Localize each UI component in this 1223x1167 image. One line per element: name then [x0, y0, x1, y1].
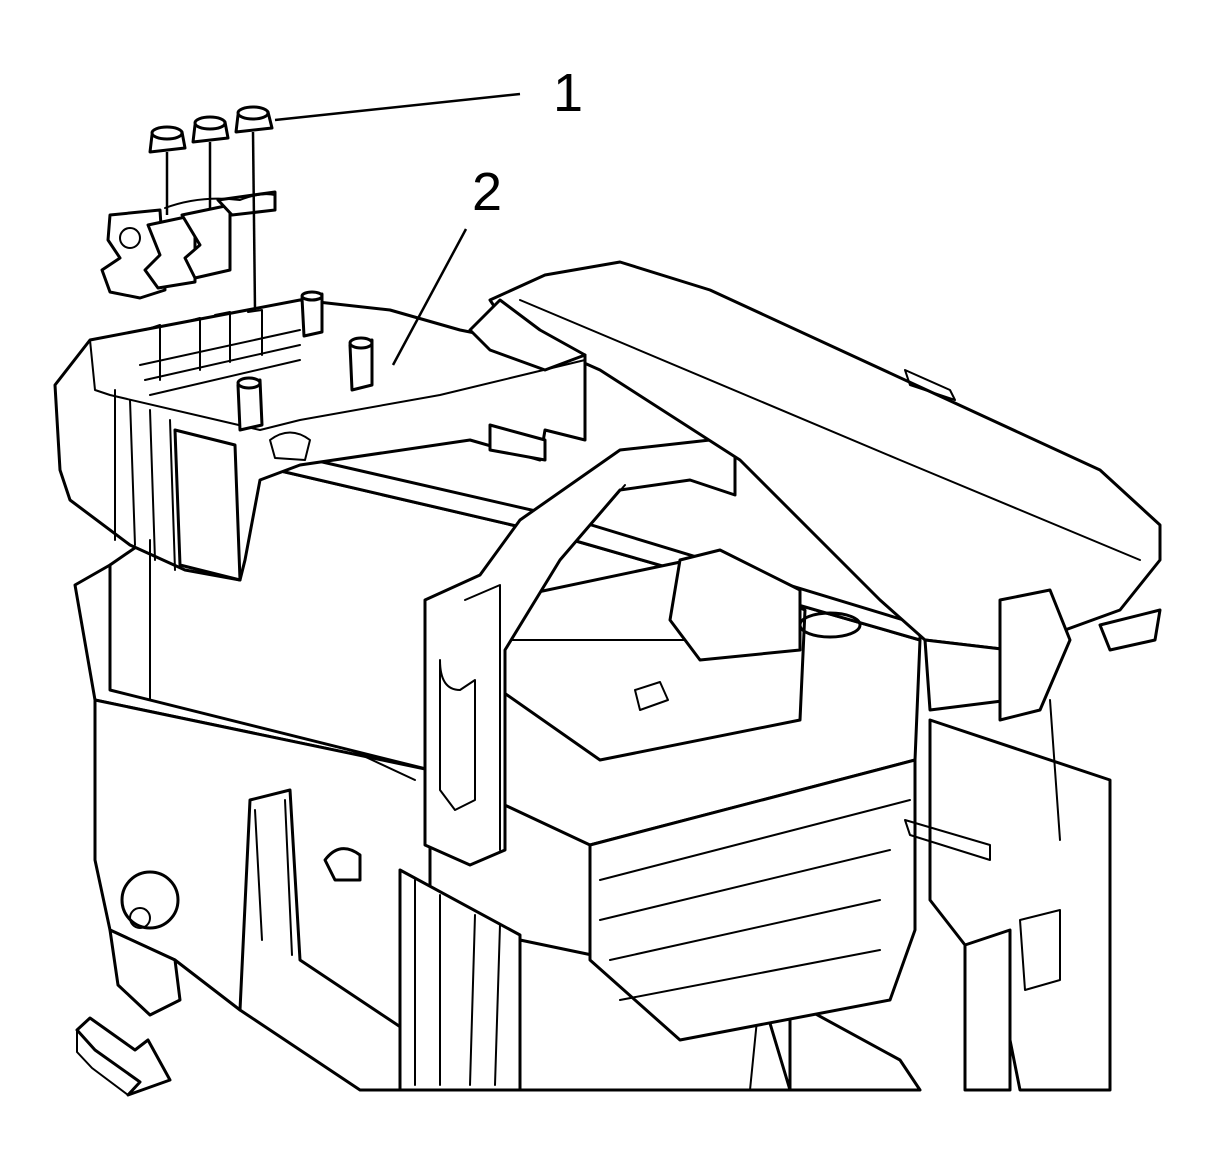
battery	[108, 448, 922, 1042]
callout-2-leader	[391, 228, 468, 366]
nut	[234, 105, 274, 134]
nut	[148, 125, 187, 154]
junction-block-bracket	[53, 290, 587, 582]
battery-cover	[488, 260, 1162, 1092]
callout-1-label: 1	[553, 63, 584, 123]
nuts	[148, 105, 274, 154]
callout-1-leader	[274, 92, 521, 122]
terminal-clips	[100, 190, 277, 300]
hold-down-bar	[423, 438, 737, 867]
front-arrow-icon	[75, 1016, 172, 1097]
nut	[191, 115, 230, 144]
assembly-guide-lines	[149, 131, 257, 701]
callout-2-label: 2	[472, 162, 503, 222]
